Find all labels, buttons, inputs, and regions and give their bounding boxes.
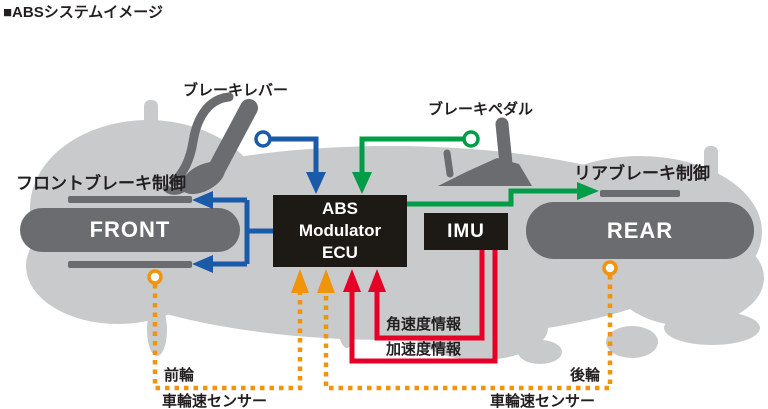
rear-brake-disc-bar xyxy=(600,190,680,197)
ecu-label-line2: Modulator xyxy=(298,220,382,240)
front-brake-output-line xyxy=(192,191,276,273)
acceleration-info-label: 加速度情報 xyxy=(386,341,462,358)
front-sensor-label-line1: 前輪 xyxy=(164,367,195,384)
brake-pedal-signal-line xyxy=(352,130,480,194)
abs-modulator-ecu-label: ABS Modulator ECU xyxy=(273,195,407,267)
front-wheel-speed-sensor-line xyxy=(147,269,309,391)
imu-label: IMU xyxy=(447,220,485,242)
brake-lever-signal-line xyxy=(254,130,326,194)
brake-pedal-label: ブレーキペダル xyxy=(428,101,534,118)
brake-lever-label: ブレーキレバー xyxy=(183,82,289,99)
ecu-label-line1: ABS xyxy=(322,198,358,218)
ecu-label-line3: ECU xyxy=(322,243,358,263)
imu-box xyxy=(424,213,508,250)
front-brake-control-label: フロントブレーキ制御 xyxy=(16,174,186,193)
brake-pedal-icon xyxy=(438,117,532,186)
angular-velocity-info-label: 角速度情報 xyxy=(386,316,462,333)
front-sensor-label-line2: 車輪速センサー xyxy=(162,393,268,409)
rear-wheel-speed-sensor-line xyxy=(317,260,618,391)
rear-wheel-shape xyxy=(526,202,754,259)
rear-brake-output-line xyxy=(405,182,599,207)
front-wheel-label: FRONT xyxy=(89,217,171,242)
imu-angular-velocity-line xyxy=(368,248,485,341)
abs-modulator-ecu-box xyxy=(273,195,407,267)
imu-acceleration-line xyxy=(343,248,498,364)
rear-wheel-label: REAR xyxy=(606,217,674,243)
front-wheel-shape xyxy=(20,208,240,252)
brake-lever-icon xyxy=(162,92,258,195)
rear-sensor-label-line1: 後輪 xyxy=(570,367,601,384)
rear-sensor-label-line2: 車輪速センサー xyxy=(490,393,596,409)
rear-brake-control-label: リアブレーキ制御 xyxy=(574,164,710,183)
page-title: ■ABSシステムイメージ xyxy=(3,4,163,21)
front-brake-disc-bars xyxy=(68,196,192,268)
